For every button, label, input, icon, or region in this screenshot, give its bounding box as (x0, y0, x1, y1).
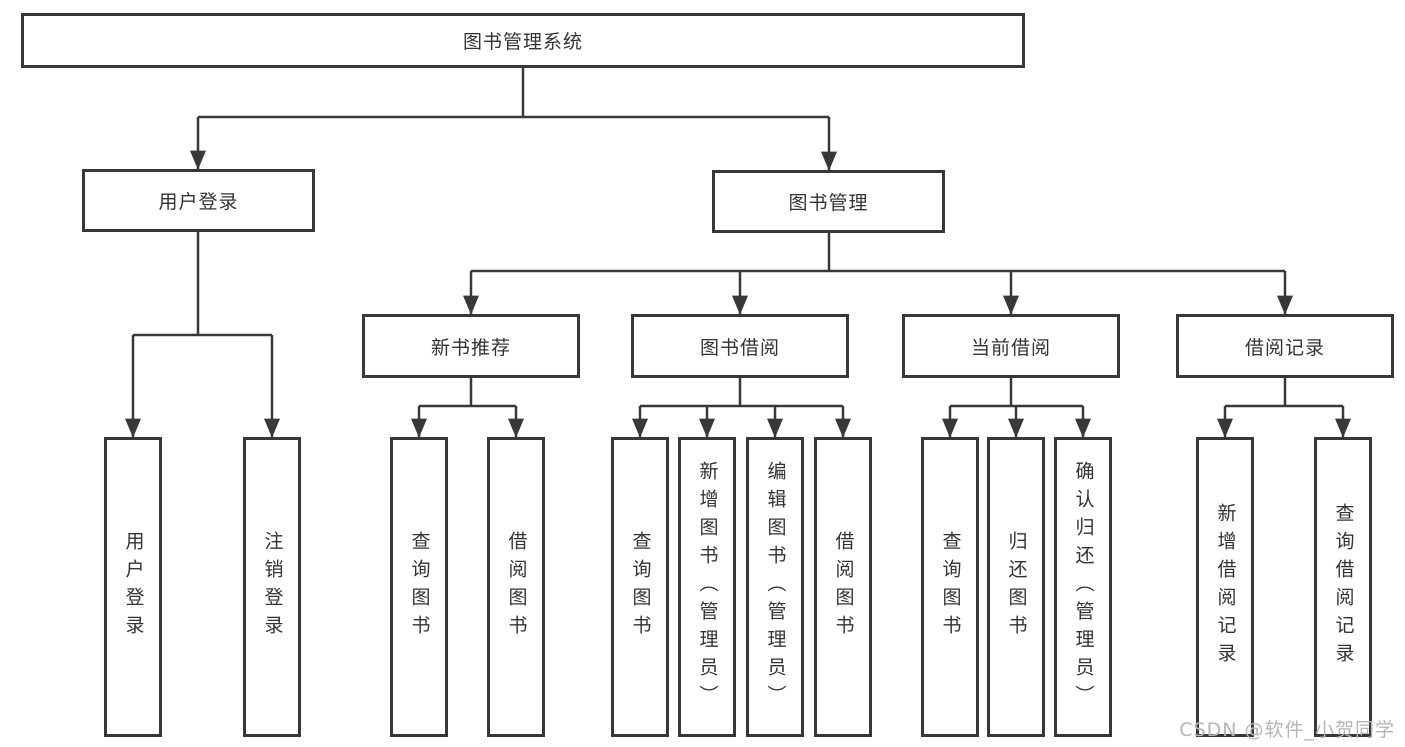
leaf-label: 查询借阅记录 (1332, 503, 1355, 671)
node-user-login: 用户登录 (82, 169, 315, 232)
leaf-query-borrow-record: 查询借阅记录 (1314, 437, 1372, 737)
node-book-borrowing: 图书借阅 (631, 314, 849, 378)
leaf-add-book-admin: 新增图书（管理员） (678, 437, 736, 737)
leaf-label: 查询图书 (629, 531, 652, 643)
leaf-label: 确认归还（管理员） (1072, 461, 1095, 713)
leaf-label: 编辑图书（管理员） (764, 461, 787, 713)
leaf-label: 新增图书（管理员） (696, 461, 719, 713)
leaf-label: 查询图书 (939, 531, 962, 643)
leaf-return-book: 归还图书 (987, 437, 1045, 737)
csdn-watermark: CSDN @软件_小贺同学 (1179, 719, 1395, 741)
leaf-query-book: 查询图书 (390, 437, 448, 737)
leaf-label: 借阅图书 (505, 531, 528, 643)
leaf-label: 注销登录 (261, 531, 284, 643)
leaf-label: 新增借阅记录 (1214, 503, 1237, 671)
leaf-query-book: 查询图书 (921, 437, 979, 737)
node-library-management-system: 图书管理系统 (21, 13, 1025, 68)
leaf-borrow-book: 借阅图书 (487, 437, 545, 737)
leaf-label: 借阅图书 (832, 531, 855, 643)
leaf-confirm-return-admin: 确认归还（管理员） (1054, 437, 1112, 737)
node-current-borrowing: 当前借阅 (902, 314, 1120, 378)
leaf-add-borrow-record: 新增借阅记录 (1196, 437, 1254, 737)
leaf-query-book: 查询图书 (611, 437, 669, 737)
leaf-edit-book-admin: 编辑图书（管理员） (746, 437, 804, 737)
leaf-label: 查询图书 (408, 531, 431, 643)
node-borrowing-records: 借阅记录 (1176, 314, 1394, 378)
connector-segments (133, 68, 1343, 408)
leaf-logout: 注销登录 (243, 437, 301, 737)
node-book-management: 图书管理 (712, 170, 945, 233)
leaf-borrow-book: 借阅图书 (814, 437, 872, 737)
leaf-user-login: 用户登录 (104, 437, 162, 737)
leaf-label: 归还图书 (1005, 531, 1028, 643)
node-new-book-recommend: 新书推荐 (362, 314, 580, 378)
leaf-label: 用户登录 (122, 531, 145, 643)
